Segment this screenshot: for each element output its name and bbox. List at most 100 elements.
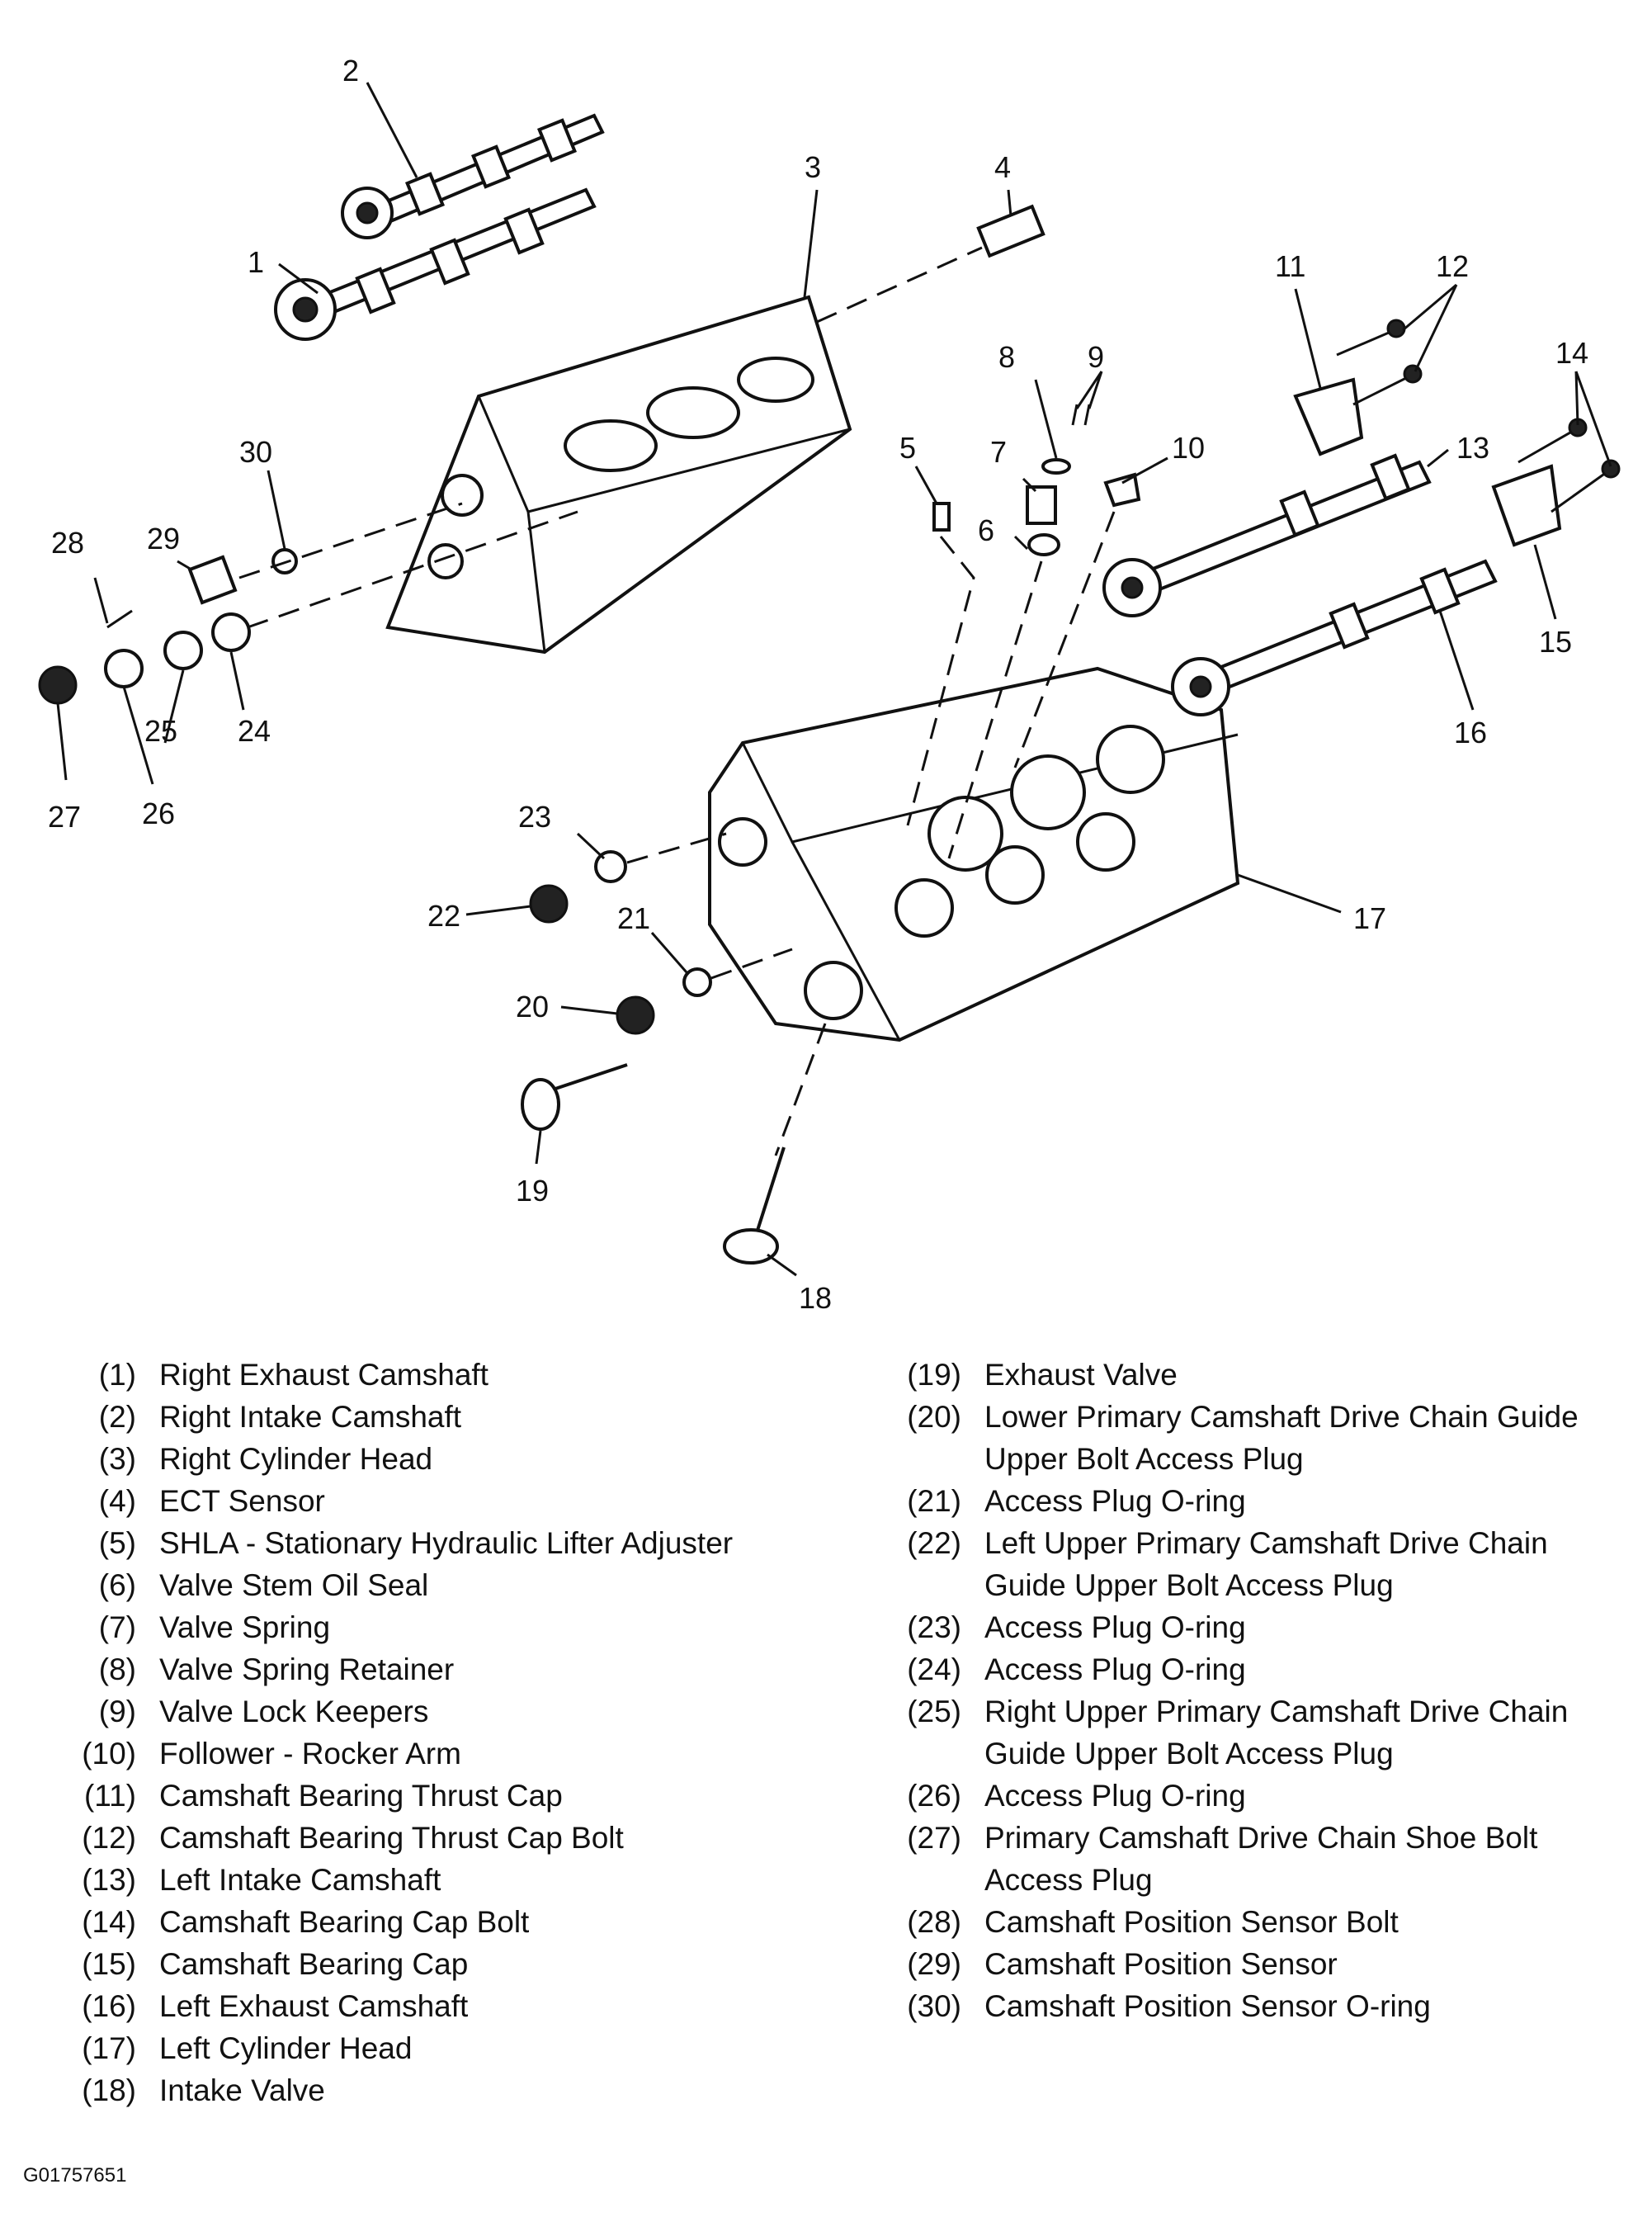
legend-item: (8)Valve Spring Retainer [45,1648,788,1690]
callout-27: 27 [48,800,81,834]
legend-item: (11)Camshaft Bearing Thrust Cap [45,1775,788,1817]
legend-label: Valve Stem Oil Seal [159,1568,429,1602]
legend-item: (25) Right Upper Primary Camshaft Drive C… [871,1690,1613,1775]
callout-24: 24 [238,714,271,748]
callout-28: 28 [51,526,84,560]
legend-item: (23)Access Plug O-ring [871,1606,1613,1648]
valve-train-parts [906,404,1141,859]
legend-number: (20) [907,1400,961,1434]
legend-label: Intake Valve [159,2073,325,2107]
callout-14: 14 [1555,336,1588,370]
callout-20: 20 [516,990,549,1024]
legend-label: Camshaft Bearing Thrust Cap Bolt [159,1821,624,1855]
legend-number: (16) [82,1989,136,2023]
callout-10: 10 [1172,431,1205,465]
legend-label: Access Plug O-ring [984,1484,1246,1518]
callout-23: 23 [518,800,551,834]
callout-1: 1 [248,245,264,279]
legend-item: (24) Access Plug O-ring [871,1648,1613,1690]
callout-15: 15 [1539,625,1572,659]
legend-item: (17) Left Cylinder Head [45,2027,788,2069]
legend-number: (10) [82,1737,136,1771]
callout-30: 30 [239,435,272,469]
legend-item: (12) Camshaft Bearing Thrust Cap Bolt [45,1817,788,1859]
callout-13: 13 [1456,431,1489,465]
legend-item: (14) Camshaft Bearing Cap Bolt [45,1901,788,1943]
legend-item: (2) Right Intake Camshaft [45,1396,788,1438]
legend-label: Access Plug O-ring [984,1652,1246,1686]
callout-26: 26 [142,797,175,830]
legend-item: (29) Camshaft Position Sensor [871,1943,1613,1985]
legend-label: Left Exhaust Camshaft [159,1989,469,2023]
legend-item: (20)Lower Primary Camshaft Drive Chain G… [871,1396,1613,1480]
legend-label: Access Plug O-ring [984,1610,1246,1644]
callout-6: 6 [978,513,994,547]
legend-label: Left Cylinder Head [159,2031,413,2065]
legend-item: (16) Left Exhaust Camshaft [45,1985,788,2027]
callout-18: 18 [799,1281,832,1315]
callout-9: 9 [1088,340,1104,374]
legend-number: (17) [82,2031,136,2065]
legend-number: (1) [98,1358,136,1392]
legend-number: (5) [98,1526,136,1560]
legend-item: (13)Left Intake Camshaft [45,1859,788,1901]
legend-number: (30) [907,1989,961,2023]
legend-number: (26) [907,1779,961,1813]
legend-number: (14) [82,1905,136,1939]
legend-label: Valve Spring [159,1610,331,1644]
callout-25: 25 [144,714,177,748]
callout-7: 7 [990,435,1007,469]
legend-number: (21) [907,1484,961,1518]
legend-number: (22) [907,1526,961,1560]
legend-number: (29) [907,1947,961,1981]
legend-item: (21) Access Plug O-ring [871,1480,1613,1522]
legend-label: Camshaft Bearing Cap [159,1947,469,1981]
legend-label: Exhaust Valve [984,1358,1178,1392]
legend-label: Right Intake Camshaft [159,1400,462,1434]
callout-4: 4 [994,150,1011,184]
legend-number: (27) [907,1821,961,1855]
leader-lines [56,82,1612,1277]
legend-number: (2) [98,1400,136,1434]
legend-right-column: (19) Exhaust Valve (20)Lower Primary Cams… [871,1354,1613,2027]
callout-11: 11 [1275,249,1305,283]
legend-label: Right Cylinder Head [159,1442,433,1476]
legend-number: (6) [98,1568,136,1602]
legend-label: SHLA - Stationary Hydraulic Lifter Adjus… [159,1526,734,1560]
left-cylinder-head [708,666,1240,1042]
access-plugs [38,510,793,1035]
legend-item: (28) Camshaft Position Sensor Bolt [871,1901,1613,1943]
legend-label: Camshaft Bearing Cap Bolt [159,1905,530,1939]
exploded-parts-diagram: 1 2 3 4 5 6 7 8 9 10 11 12 13 14 15 16 1… [38,54,1621,1315]
legend-label: Camshaft Bearing Thrust Cap [159,1779,563,1813]
legend-label: Access Plug O-ring [984,1779,1246,1813]
legend-left-column: (1)Right Exhaust Camshaft (2)Right Intak… [45,1354,788,2111]
legend-number: (19) [907,1358,961,1392]
callout-19: 19 [516,1174,549,1208]
legend-number: (18) [82,2073,136,2107]
legend-number: (28) [907,1905,961,1939]
legend-label: Camshaft Position Sensor [984,1947,1338,1981]
callout-21: 21 [617,901,650,935]
legend-label: Camshaft Position Sensor Bolt [984,1905,1399,1939]
camshaft-bearing-cap [1491,418,1621,547]
camshaft-position-sensor [106,502,463,629]
legend-item: (26) Access Plug O-ring [871,1775,1613,1817]
callout-17: 17 [1353,901,1386,935]
callout-22: 22 [427,899,460,933]
right-exhaust-camshaft [274,187,597,341]
left-exhaust-camshaft [1171,559,1498,716]
legend-number: (12) [82,1821,136,1855]
legend-number: (25) [907,1695,961,1728]
legend-label: Primary Camshaft Drive Chain Shoe Bolt A… [984,1821,1538,1897]
ect-sensor [816,204,1045,324]
legend-label: Right Upper Primary Camshaft Drive Chain… [984,1695,1569,1771]
legend-item: (22)Left Upper Primary Camshaft Drive Ch… [871,1522,1613,1606]
callout-3: 3 [805,150,821,184]
camshaft-bearing-thrust-cap [1293,319,1423,456]
legend-item: (19) Exhaust Valve [871,1354,1613,1396]
right-intake-camshaft [341,113,605,239]
callout-16: 16 [1454,716,1487,749]
legend-number: (24) [907,1652,961,1686]
legend-number: (9) [98,1695,136,1728]
